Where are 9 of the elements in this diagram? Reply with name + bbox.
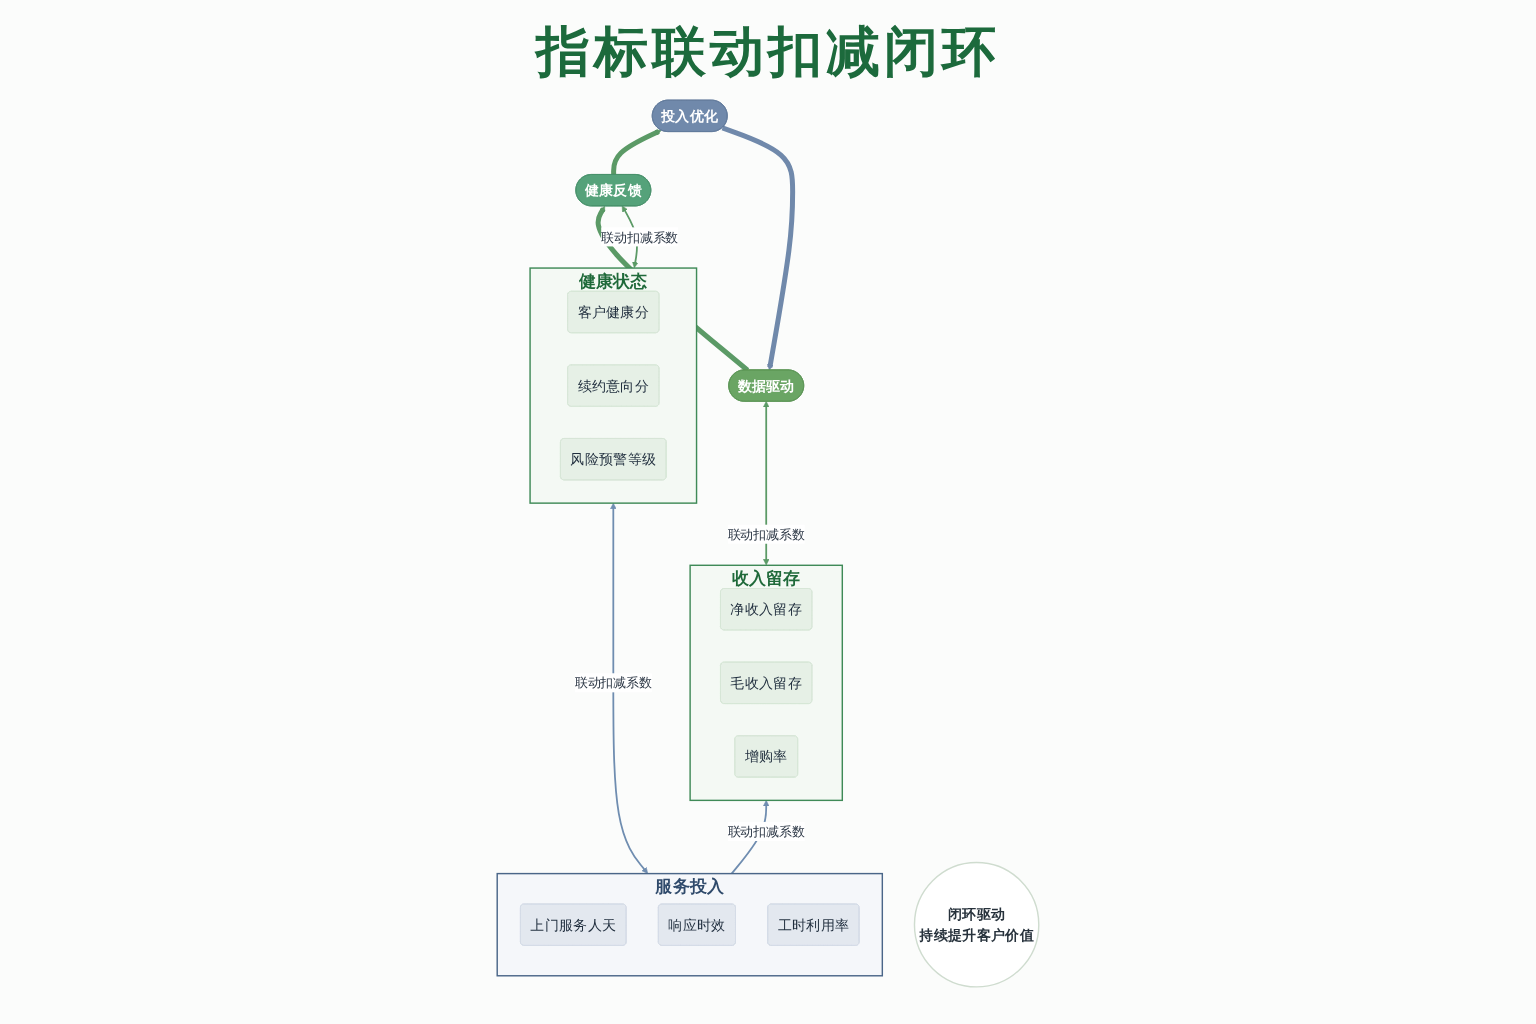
edge-label: 联动扣减系数 [601,229,679,245]
arrow [611,129,662,175]
node-circle: 闭环驱动 持续提升客户价值 [913,861,1040,988]
diagram-title: 指标联动扣减闭环 [536,19,1000,85]
arrow [610,502,648,874]
edge-label: 联动扣减系数 [727,526,805,542]
arrow [721,125,796,371]
edge-label: 联动扣减系数 [574,675,652,691]
edge-label: 联动扣减系数 [727,823,805,839]
